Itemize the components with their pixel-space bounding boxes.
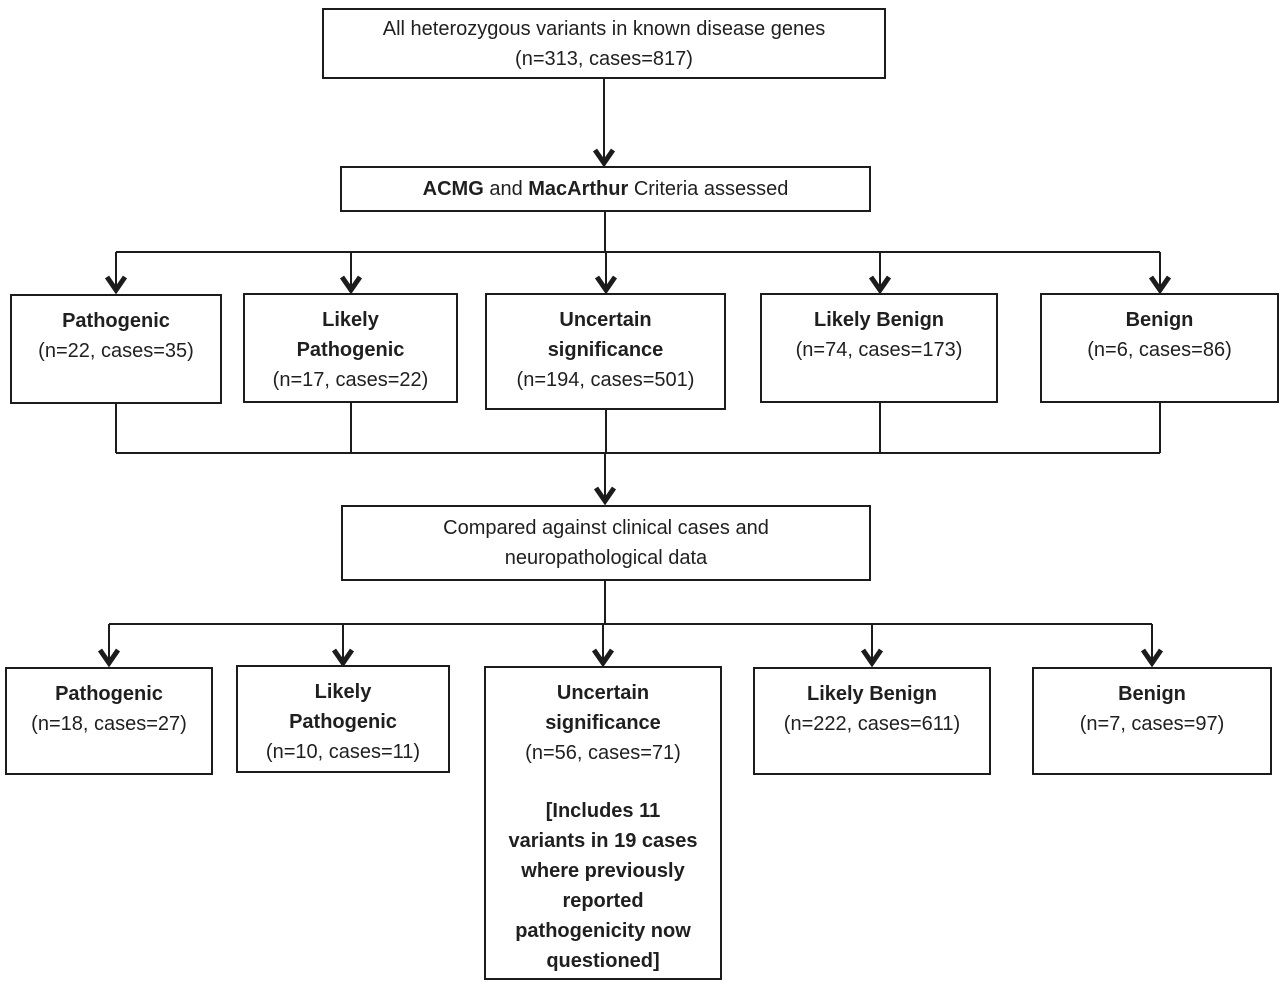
arrow-down-icon [860,648,884,668]
box-stats: (n=7, cases=97) [1079,713,1225,735]
flow-box-criteria-assessed: ACMG and MacArthur Criteria assessed [340,166,871,212]
criteria-rest: Criteria assessed [628,178,789,200]
arrow-down-icon [97,648,121,668]
box-stats: (n=56, cases=71) [525,742,681,764]
box-title: Uncertain significance [547,309,664,361]
flow-box-row2-benign: Benign (n=7, cases=97) [1032,667,1272,775]
arrow-down-icon [339,275,363,295]
box-title: Pathogenic [55,683,163,705]
box-note: [Includes 11 variants in 19 cases where … [508,800,698,972]
box-stats: (n=222, cases=611) [783,713,961,735]
box-title: Pathogenic [62,310,170,332]
box-title: Likely Pathogenic [296,309,405,361]
arrow-down-icon [331,648,355,668]
flow-box-row1-benign: Benign (n=6, cases=86) [1040,293,1279,403]
all-variants-text: All heterozygous variants in known disea… [382,17,826,40]
all-variants-stats: (n=313, cases=817) [515,47,693,70]
criteria-and: and [483,178,529,200]
box-stats: (n=6, cases=86) [1087,339,1232,361]
box-title: Benign [1125,309,1194,331]
arrow-down-icon [868,275,892,295]
box-stats: (n=22, cases=35) [38,340,194,362]
box-title: Benign [1118,683,1186,705]
arrow-down-icon [593,486,617,506]
box-stats: (n=10, cases=11) [265,741,421,763]
flow-box-row1-uncertain-significance: Uncertain significance (n=194, cases=501… [485,293,726,410]
box-title: Likely Benign [806,683,938,705]
flow-box-row1-likely-pathogenic: Likely Pathogenic (n=17, cases=22) [243,293,458,403]
compare-text: Compared against clinical cases and neur… [443,517,769,569]
flow-box-compared-against: Compared against clinical cases and neur… [341,505,871,581]
box-title: Likely Pathogenic [289,681,397,733]
flow-box-all-variants: All heterozygous variants in known disea… [322,8,886,79]
flow-box-row2-likely-pathogenic: Likely Pathogenic (n=10, cases=11) [236,665,450,773]
flow-box-row2-pathogenic: Pathogenic (n=18, cases=27) [5,667,213,775]
arrow-down-icon [592,148,616,168]
flow-box-row2-uncertain-significance: Uncertain significance (n=56, cases=71) … [484,666,722,980]
box-title: Uncertain significance [545,682,661,734]
flow-box-row2-likely-benign: Likely Benign (n=222, cases=611) [753,667,991,775]
flow-box-row1-likely-benign: Likely Benign (n=74, cases=173) [760,293,998,403]
flow-box-row1-pathogenic: Pathogenic (n=22, cases=35) [10,294,222,404]
arrow-down-icon [104,275,128,295]
criteria-acmg: ACMG [422,178,484,200]
arrow-down-icon [591,648,615,668]
arrow-down-icon [1140,648,1164,668]
criteria-text: ACMG and MacArthur Criteria assessed [423,174,789,204]
box-stats: (n=194, cases=501) [516,369,695,391]
box-stats: (n=74, cases=173) [795,339,963,361]
arrow-down-icon [594,275,618,295]
criteria-macarthur: MacArthur [528,178,629,200]
arrow-down-icon [1148,275,1172,295]
box-stats: (n=18, cases=27) [31,713,187,735]
box-title: Likely Benign [813,309,945,331]
box-stats: (n=17, cases=22) [272,369,429,391]
